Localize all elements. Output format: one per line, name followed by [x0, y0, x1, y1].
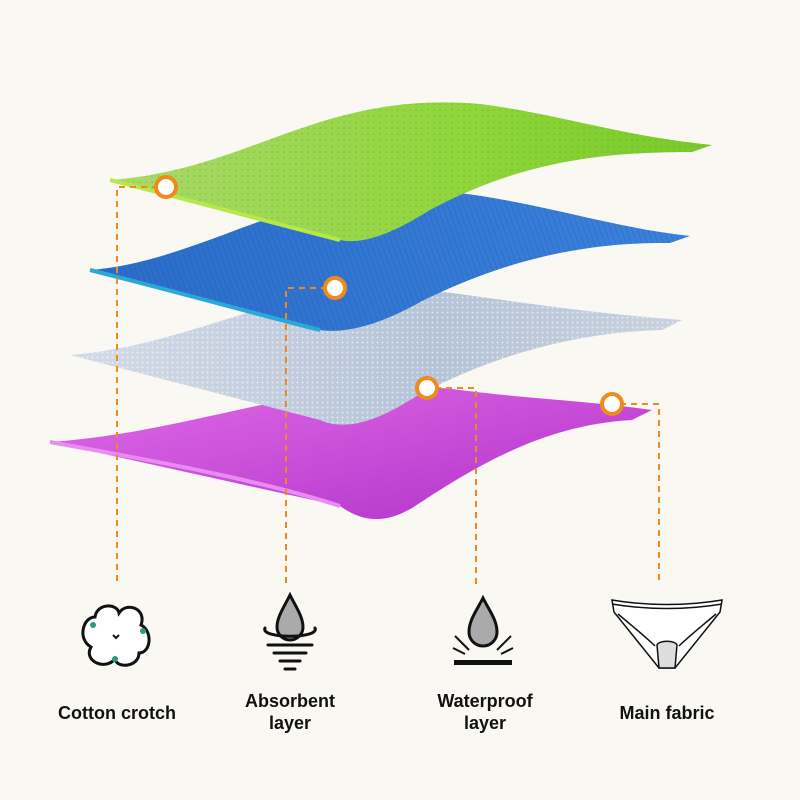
waterproof-drop-icon: [452, 594, 514, 665]
label-line: Absorbent: [245, 691, 335, 711]
label-main-fabric: Main fabric: [619, 703, 715, 723]
label-line: layer: [463, 713, 507, 733]
label-cotton-crotch: Cotton crotch: [58, 703, 176, 723]
callout-dot-waterproof: [415, 376, 439, 400]
label-waterproof-layer: Waterproof layer: [385, 690, 585, 734]
callout-lines: [116, 186, 660, 585]
callout-dot-absorbent: [323, 276, 347, 300]
label-line: layer: [268, 713, 312, 733]
cotton-icon: [81, 604, 151, 667]
absorbent-drop-icon: [263, 591, 317, 671]
label-absorbent-layer: Absorbent layer: [190, 690, 390, 734]
green-cotton-layer: [109, 102, 712, 242]
blue-absorbent-layer: [89, 189, 690, 332]
callout-dot-main-fabric: [600, 392, 624, 416]
callout-dot-cotton: [154, 175, 178, 199]
purple-main-fabric-layer: [49, 386, 652, 520]
label-line: Waterproof: [437, 691, 533, 711]
gray-waterproof-layer: [70, 287, 682, 425]
underwear-icon: [611, 599, 723, 669]
